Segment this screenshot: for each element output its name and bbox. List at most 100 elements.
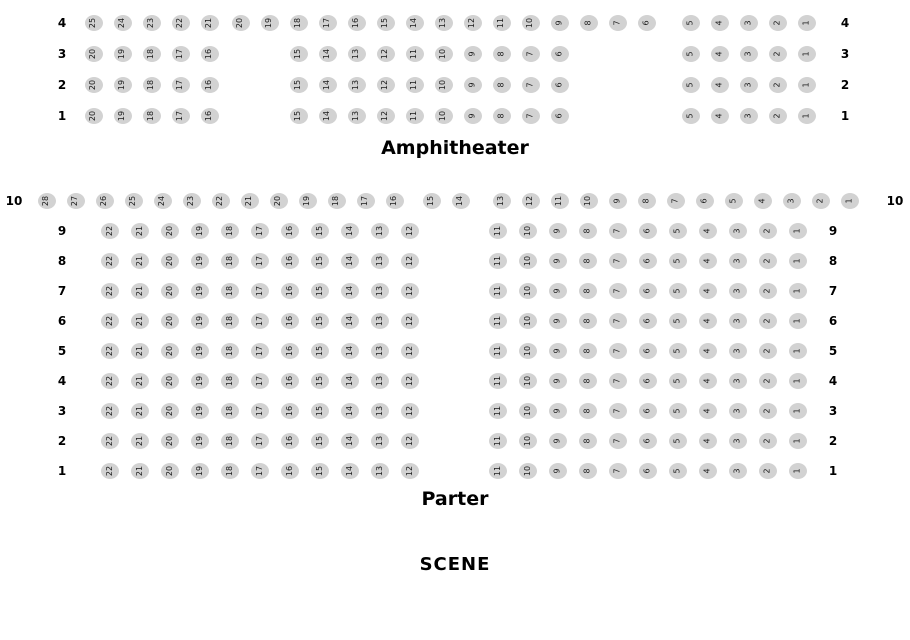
- seat[interactable]: 11: [405, 107, 424, 124]
- seat[interactable]: 9: [549, 283, 567, 299]
- seat[interactable]: 6: [639, 313, 657, 329]
- seat[interactable]: 14: [341, 283, 359, 299]
- seat[interactable]: 7: [609, 223, 627, 239]
- seat[interactable]: 19: [260, 14, 279, 31]
- seat[interactable]: 10: [519, 253, 537, 269]
- seat[interactable]: 16: [347, 14, 366, 31]
- seat[interactable]: 17: [251, 253, 269, 269]
- seat[interactable]: 18: [289, 14, 308, 31]
- seat[interactable]: 24: [113, 14, 132, 31]
- seat[interactable]: 9: [549, 313, 567, 329]
- seat[interactable]: 14: [341, 463, 359, 479]
- seat[interactable]: 2: [759, 253, 777, 269]
- seat[interactable]: 20: [84, 107, 103, 124]
- seat[interactable]: 1: [797, 76, 816, 93]
- seat[interactable]: 13: [371, 433, 389, 449]
- seat[interactable]: 9: [550, 14, 569, 31]
- seat[interactable]: 21: [240, 193, 259, 209]
- seat[interactable]: 21: [131, 403, 149, 419]
- seat[interactable]: 20: [269, 193, 288, 209]
- seat[interactable]: 15: [311, 223, 329, 239]
- seat[interactable]: 12: [401, 343, 419, 359]
- seat[interactable]: 7: [521, 45, 540, 62]
- seat[interactable]: 20: [161, 373, 179, 389]
- seat[interactable]: 5: [669, 223, 687, 239]
- seat[interactable]: 5: [681, 107, 700, 124]
- seat[interactable]: 9: [549, 403, 567, 419]
- seat[interactable]: 11: [492, 14, 511, 31]
- seat[interactable]: 7: [521, 107, 540, 124]
- seat[interactable]: 6: [639, 433, 657, 449]
- seat[interactable]: 8: [579, 373, 597, 389]
- seat[interactable]: 17: [171, 45, 190, 62]
- seat[interactable]: 5: [669, 313, 687, 329]
- seat[interactable]: 12: [401, 373, 419, 389]
- seat[interactable]: 17: [251, 343, 269, 359]
- seat[interactable]: 10: [519, 433, 537, 449]
- seat[interactable]: 8: [579, 343, 597, 359]
- seat[interactable]: 2: [759, 463, 777, 479]
- seat[interactable]: 1: [789, 373, 807, 389]
- seat[interactable]: 4: [710, 14, 729, 31]
- seat[interactable]: 21: [131, 223, 149, 239]
- seat[interactable]: 19: [191, 313, 209, 329]
- seat[interactable]: 3: [729, 313, 747, 329]
- seat[interactable]: 16: [281, 343, 299, 359]
- seat[interactable]: 1: [789, 463, 807, 479]
- seat[interactable]: 28: [37, 193, 56, 209]
- seat[interactable]: 17: [251, 433, 269, 449]
- seat[interactable]: 20: [161, 253, 179, 269]
- seat[interactable]: 15: [422, 193, 441, 209]
- seat[interactable]: 12: [521, 193, 540, 209]
- seat[interactable]: 13: [371, 343, 389, 359]
- seat[interactable]: 14: [405, 14, 424, 31]
- seat[interactable]: 12: [401, 253, 419, 269]
- seat[interactable]: 2: [768, 76, 787, 93]
- seat[interactable]: 10: [519, 283, 537, 299]
- seat[interactable]: 3: [729, 463, 747, 479]
- seat[interactable]: 7: [609, 463, 627, 479]
- seat[interactable]: 4: [699, 283, 717, 299]
- seat[interactable]: 16: [200, 107, 219, 124]
- seat[interactable]: 12: [401, 313, 419, 329]
- seat[interactable]: 19: [191, 433, 209, 449]
- seat[interactable]: 16: [281, 223, 299, 239]
- seat[interactable]: 6: [639, 403, 657, 419]
- seat[interactable]: 7: [609, 373, 627, 389]
- seat[interactable]: 15: [311, 403, 329, 419]
- seat[interactable]: 23: [142, 14, 161, 31]
- seat[interactable]: 14: [341, 373, 359, 389]
- seat[interactable]: 18: [221, 463, 239, 479]
- seat[interactable]: 10: [519, 463, 537, 479]
- seat[interactable]: 8: [579, 223, 597, 239]
- seat[interactable]: 11: [550, 193, 569, 209]
- seat[interactable]: 22: [101, 313, 119, 329]
- seat[interactable]: 20: [161, 403, 179, 419]
- seat[interactable]: 7: [521, 76, 540, 93]
- seat[interactable]: 7: [666, 193, 685, 209]
- seat[interactable]: 9: [549, 373, 567, 389]
- seat[interactable]: 18: [221, 373, 239, 389]
- seat[interactable]: 13: [492, 193, 511, 209]
- seat[interactable]: 16: [281, 283, 299, 299]
- seat[interactable]: 7: [608, 14, 627, 31]
- seat[interactable]: 1: [789, 253, 807, 269]
- seat[interactable]: 16: [200, 76, 219, 93]
- seat[interactable]: 19: [191, 403, 209, 419]
- seat[interactable]: 11: [405, 76, 424, 93]
- seat[interactable]: 12: [401, 403, 419, 419]
- seat[interactable]: 19: [298, 193, 317, 209]
- seat[interactable]: 14: [341, 223, 359, 239]
- seat[interactable]: 10: [519, 343, 537, 359]
- seat[interactable]: 21: [131, 463, 149, 479]
- seat[interactable]: 13: [371, 373, 389, 389]
- seat[interactable]: 17: [251, 283, 269, 299]
- seat[interactable]: 4: [699, 223, 717, 239]
- seat[interactable]: 22: [101, 433, 119, 449]
- seat[interactable]: 1: [797, 14, 816, 31]
- seat[interactable]: 4: [699, 373, 717, 389]
- seat[interactable]: 5: [669, 283, 687, 299]
- seat[interactable]: 6: [550, 45, 569, 62]
- seat[interactable]: 11: [489, 373, 507, 389]
- seat[interactable]: 12: [401, 283, 419, 299]
